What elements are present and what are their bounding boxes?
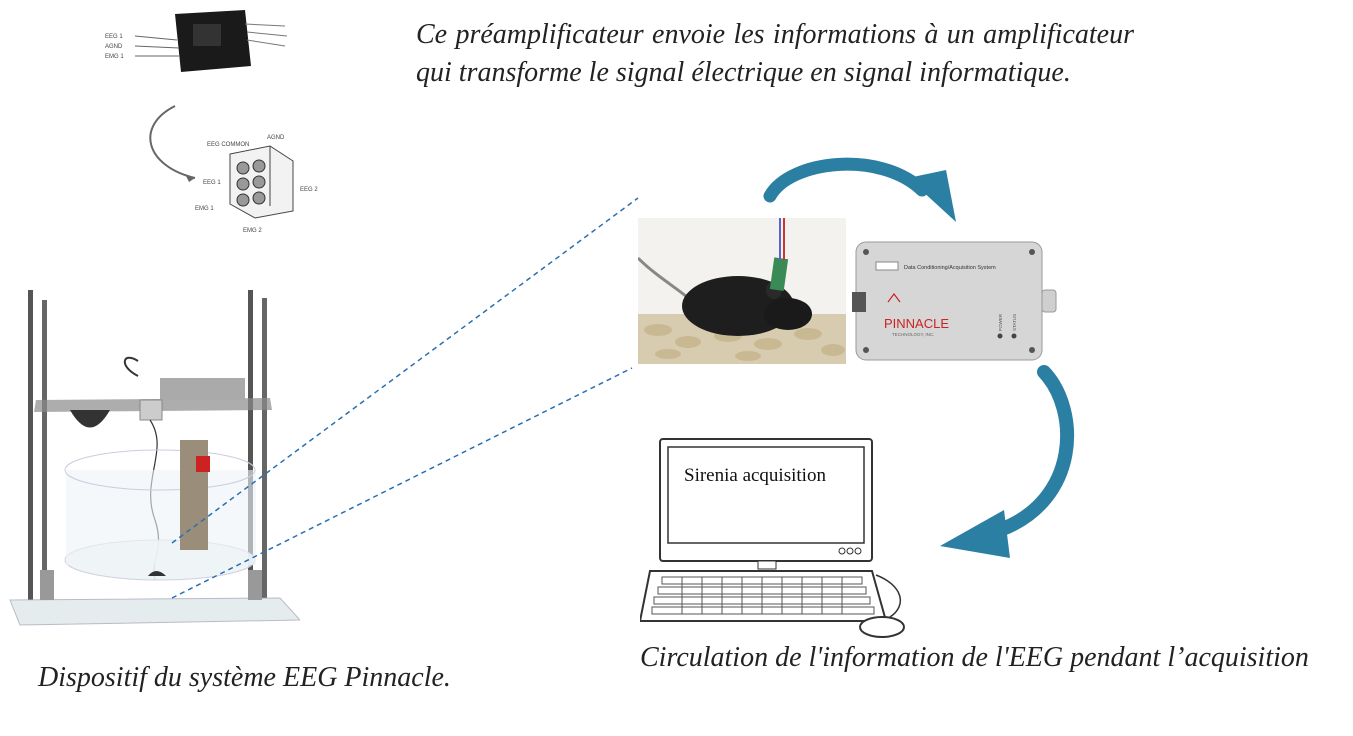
svg-text:EEG 2: EEG 2 <box>300 187 318 193</box>
device-title: Data Conditioning/Acquisition System <box>904 265 996 271</box>
eeg-cage-apparatus <box>9 290 300 626</box>
svg-text:EMG 1: EMG 1 <box>195 206 214 212</box>
intro-paragraph: Ce préamplificateur envoie les informati… <box>416 19 1134 88</box>
curved-arrow-right <box>940 365 1074 558</box>
connector-block: EEG COMMON AGND EEG 1 EEG 2 EMG 1 EMG 2 <box>195 135 318 234</box>
caption-left: Dispositif du système EEG Pinnacle. <box>38 662 451 693</box>
svg-text:EEG 1: EEG 1 <box>203 180 221 186</box>
computer-mouse <box>859 616 905 638</box>
svg-text:EEG 1: EEG 1 <box>105 34 123 40</box>
computer-illustration: Sirenia acquisition <box>640 438 905 638</box>
preamplifier-chip: EEG 1 AGND EMG 1 <box>105 10 288 72</box>
mouse-photo <box>638 218 846 364</box>
monitor-text: Sirenia acquisition <box>684 465 826 486</box>
curved-arrow-small <box>149 105 196 179</box>
pinnacle-acquisition-device: Data Conditioning/Acquisition System PIN… <box>852 241 1057 361</box>
svg-text:AGND: AGND <box>105 44 123 50</box>
svg-text:AGND: AGND <box>267 135 285 141</box>
dashed-line-upper <box>171 197 639 544</box>
caption-right: Circulation de l'information de l'EEG pe… <box>640 642 1309 673</box>
device-brand: PINNACLE <box>884 316 949 331</box>
svg-text:EEG COMMON: EEG COMMON <box>207 142 249 148</box>
curved-arrow-top <box>763 157 956 222</box>
preamplifier-diagram: EEG 1 AGND EMG 1 EEG COMMON AGND EEG 1 E… <box>105 10 318 234</box>
dashed-line-lower <box>171 367 633 599</box>
power-label: POWER <box>998 313 1003 331</box>
status-label: STATUS <box>1012 314 1017 331</box>
svg-text:EMG 2: EMG 2 <box>243 228 262 234</box>
device-brand-sub: TECHNOLOGY, INC. <box>892 332 934 337</box>
svg-text:EMG 1: EMG 1 <box>105 54 124 60</box>
